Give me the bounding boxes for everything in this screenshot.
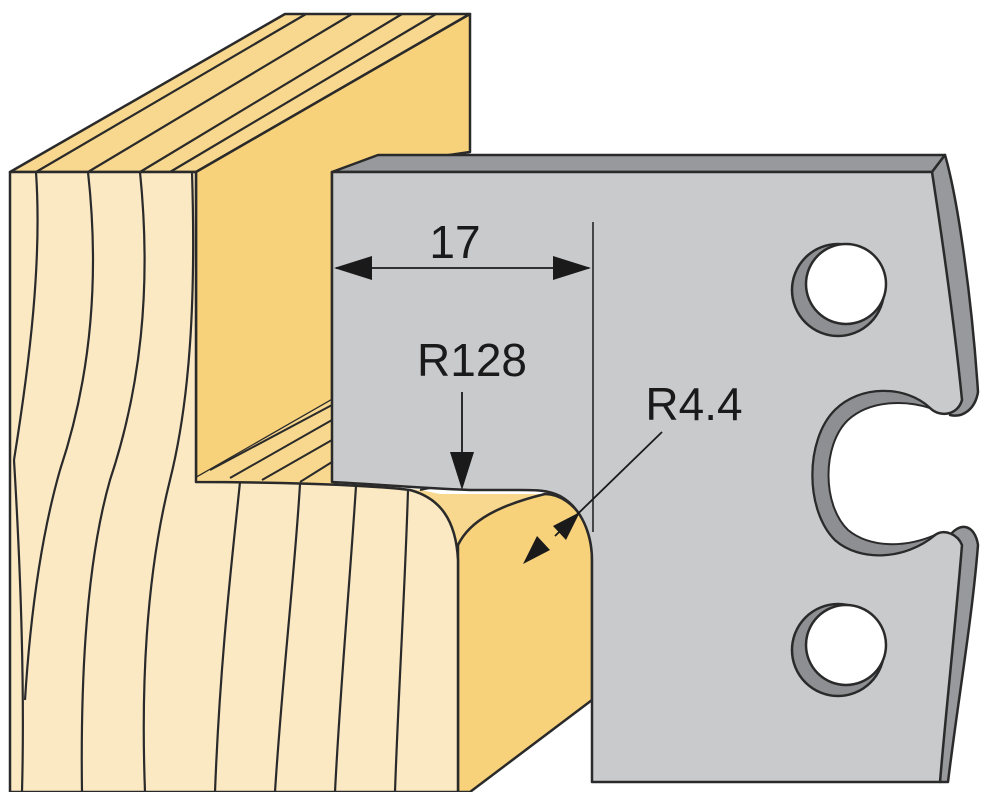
wood-ledge-grain-line bbox=[229, 419, 333, 479]
wood-top-grain-line bbox=[87, 13, 353, 173]
knife-top-edge bbox=[330, 153, 947, 174]
wood-side-lower-face bbox=[456, 492, 594, 792]
width-arrow-right bbox=[553, 256, 591, 280]
wood-grain-line bbox=[12, 171, 39, 461]
wood-ledge-grain-line bbox=[299, 461, 333, 483]
width-arrow-left bbox=[334, 256, 372, 280]
wood-grain-line bbox=[12, 459, 24, 792]
wood-grain-lines bbox=[12, 171, 410, 792]
steel-knife bbox=[330, 153, 980, 784]
width-dimension-label: 17 bbox=[429, 216, 480, 268]
wood-ledge-grain-line bbox=[261, 439, 333, 481]
wood-top-grain-line bbox=[35, 13, 307, 173]
wood-top-grain-line bbox=[139, 13, 403, 173]
r44-arrow-lower bbox=[523, 536, 550, 564]
wood-workpiece bbox=[8, 12, 594, 792]
knife-lower-hole bbox=[790, 602, 888, 698]
wood-ledge-grain-line bbox=[209, 404, 333, 471]
wood-grain-line bbox=[23, 171, 95, 701]
wood-grain-line bbox=[273, 483, 302, 792]
radius-small-label: R4.4 bbox=[645, 378, 742, 430]
wood-grain-line bbox=[213, 481, 242, 792]
knife-upper-hole bbox=[790, 242, 888, 338]
wood-top-grain-lines bbox=[35, 13, 437, 173]
r128-arrow bbox=[450, 452, 474, 490]
dimension-annotations bbox=[334, 222, 663, 564]
knife-center-notch bbox=[811, 390, 936, 557]
wood-grain-line bbox=[80, 171, 146, 792]
wood-grain-line bbox=[393, 489, 410, 792]
wood-grain-line bbox=[333, 485, 358, 792]
r44-arrow-upper bbox=[553, 512, 580, 540]
radius-large-label: R128 bbox=[417, 334, 527, 386]
wood-grain-line bbox=[142, 171, 195, 792]
wood-top-grain-line bbox=[169, 13, 437, 173]
